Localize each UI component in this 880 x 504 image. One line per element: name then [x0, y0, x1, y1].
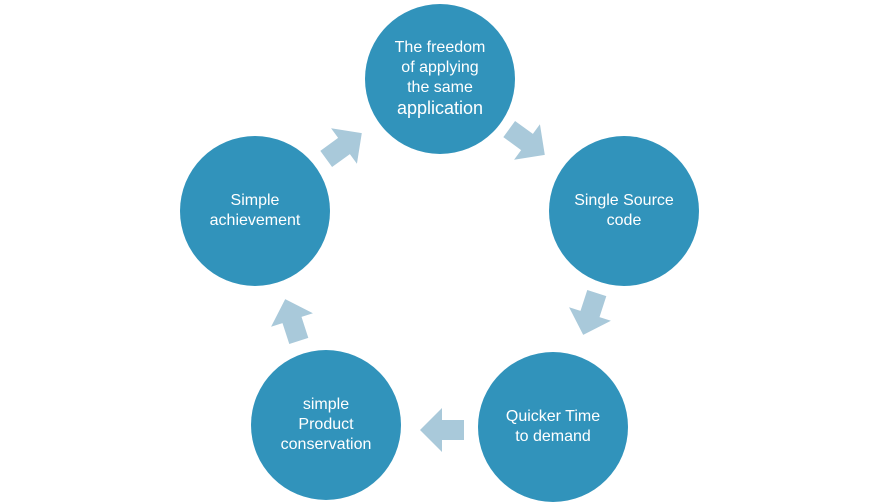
node-single-source: Single Source code: [549, 136, 699, 286]
node-simple-achievement: Simple achievement: [180, 136, 330, 286]
node-quicker-time: Quicker Time to demand: [478, 352, 628, 502]
node-freedom: The freedom of applying the same applica…: [365, 4, 515, 154]
arrow-bottom-left-to-left-icon: [262, 290, 322, 350]
node-single-source-label: Single Source code: [574, 192, 674, 229]
node-product-conservation-label: simple Product conservation: [280, 396, 372, 453]
node-quicker-time-label: Quicker Time to demand: [505, 408, 601, 445]
node-freedom-label: The freedom of applying the same applica…: [395, 38, 486, 120]
node-freedom-emphasis: application: [396, 98, 484, 118]
node-simple-achievement-label: Simple achievement: [209, 192, 301, 229]
node-freedom-text: The freedom of applying the same: [394, 39, 486, 96]
node-product-conservation: simple Product conservation: [251, 350, 401, 500]
arrow-bottom-right-to-bottom-left-icon: [418, 406, 466, 454]
arrow-top-to-right-icon: [493, 108, 560, 175]
arrow-right-to-bottom-right-icon: [560, 284, 620, 344]
arrow-left-to-top-icon: [310, 112, 377, 179]
